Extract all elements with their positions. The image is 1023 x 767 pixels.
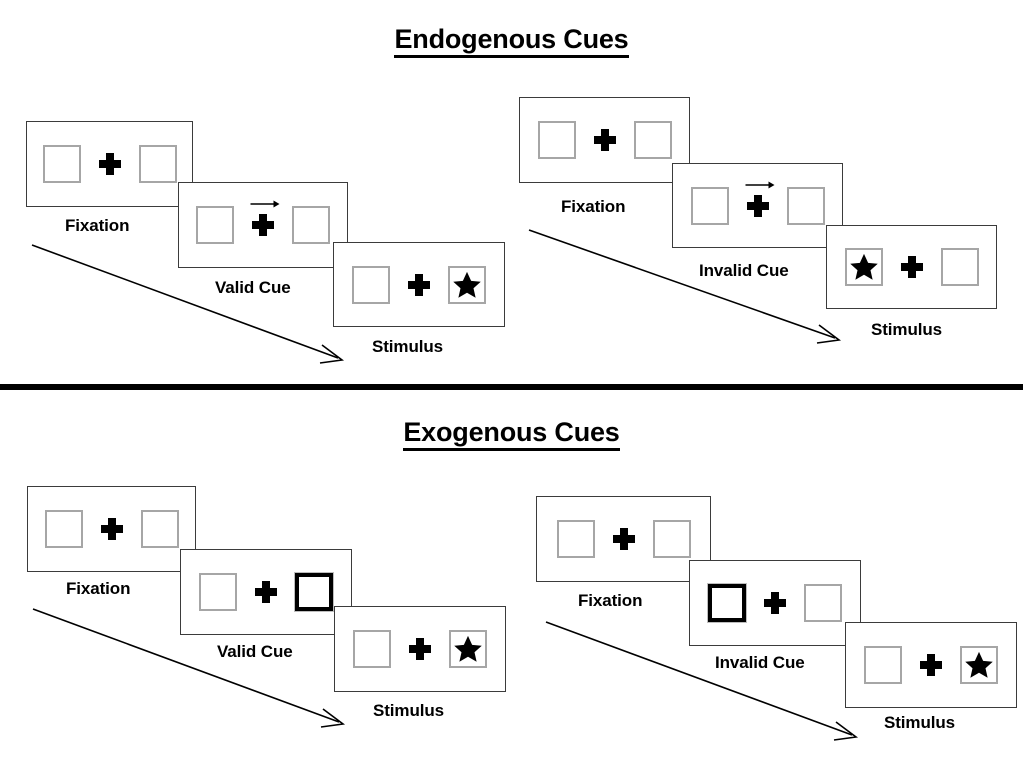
- fixation-cross-icon: [593, 129, 616, 151]
- star-icon: [849, 253, 878, 280]
- time-flow-arrow-icon: [31, 244, 345, 364]
- trial-frame-endogenous-invalid-fixation: [519, 97, 690, 183]
- placeholder-box-right: [633, 121, 672, 159]
- stage-caption-invalid-cue: Invalid Cue: [699, 261, 789, 280]
- cue-slot: [250, 200, 280, 236]
- stage-caption-stimulus: Stimulus: [871, 320, 942, 339]
- placeholder-box-left: [196, 206, 234, 244]
- placeholder-box-right: [652, 520, 691, 558]
- stage-caption-valid-cue: Valid Cue: [215, 278, 291, 297]
- cued-box-right: [295, 573, 333, 611]
- trial-frame-endogenous-valid-cue: [178, 182, 348, 268]
- trial-frame-endogenous-valid-stimulus: [333, 242, 505, 327]
- arrow-right-cue-icon: [745, 181, 774, 188]
- stage-caption-fixation: Fixation: [65, 216, 130, 235]
- fixation-cross-icon: [612, 528, 635, 550]
- fixation-cross-icon: [100, 518, 123, 540]
- stage-caption-stimulus: Stimulus: [884, 713, 955, 732]
- time-flow-arrow-icon: [32, 608, 346, 728]
- cued-box-left: [708, 584, 746, 622]
- placeholder-box-right: [804, 584, 842, 622]
- fixation-cross-icon: [746, 194, 769, 217]
- target-box-right: [448, 265, 486, 304]
- stage-caption-valid-cue: Valid Cue: [217, 642, 293, 661]
- trial-frame-exogenous-invalid-stimulus: [845, 622, 1017, 708]
- stage-caption-fixation: Fixation: [561, 197, 626, 216]
- trial-frame-exogenous-invalid-fixation: [536, 496, 711, 582]
- placeholder-box-right: [940, 248, 979, 286]
- placeholder-box-left: [864, 646, 902, 684]
- placeholder-box-right: [138, 145, 177, 183]
- placeholder-box-right: [140, 510, 179, 548]
- placeholder-box-left: [44, 510, 83, 548]
- placeholder-box-left: [690, 186, 729, 225]
- placeholder-box-left: [537, 121, 576, 159]
- time-flow-arrow-icon: [545, 621, 859, 741]
- section-title-endogenous-text: Endogenous Cues: [394, 24, 629, 58]
- placeholder-box-left: [353, 630, 391, 668]
- stage-caption-invalid-cue: Invalid Cue: [715, 653, 805, 672]
- fixation-cross-icon: [900, 256, 923, 278]
- star-icon: [965, 651, 993, 678]
- trial-frame-exogenous-valid-fixation: [27, 486, 196, 572]
- section-title-exogenous: Exogenous Cues: [0, 417, 1023, 451]
- placeholder-box-left: [199, 573, 237, 611]
- trial-frame-endogenous-valid-fixation: [26, 121, 193, 207]
- fixation-cross-icon: [409, 638, 431, 660]
- stage-caption-stimulus: Stimulus: [372, 337, 443, 356]
- trial-frame-exogenous-invalid-cue: [689, 560, 861, 646]
- trial-frame-exogenous-valid-stimulus: [334, 606, 506, 692]
- cue-slot: [745, 181, 774, 217]
- target-box-right: [960, 646, 998, 684]
- fixation-cross-icon: [98, 153, 121, 175]
- fixation-cross-icon: [252, 214, 274, 236]
- section-title-exogenous-text: Exogenous Cues: [403, 417, 620, 451]
- placeholder-box-left: [352, 265, 390, 304]
- star-icon: [453, 271, 481, 298]
- time-flow-arrow-icon: [528, 229, 842, 344]
- stage-caption-fixation: Fixation: [578, 591, 643, 610]
- placeholder-box-left: [556, 520, 595, 558]
- star-icon: [454, 635, 482, 662]
- target-box-right: [449, 630, 487, 668]
- fixation-cross-icon: [764, 592, 786, 614]
- cue-slot: [593, 129, 616, 151]
- stage-caption-fixation: Fixation: [66, 579, 131, 598]
- trial-frame-endogenous-invalid-stimulus: [826, 225, 997, 309]
- stage-caption-stimulus: Stimulus: [373, 701, 444, 720]
- fixation-cross-icon: [920, 654, 942, 676]
- trial-frame-endogenous-invalid-cue: [672, 163, 843, 248]
- cue-slot: [98, 153, 121, 175]
- placeholder-box-right: [786, 186, 825, 225]
- trial-frame-exogenous-valid-cue: [180, 549, 352, 635]
- placeholder-box-right: [292, 206, 330, 244]
- arrow-right-cue-icon: [250, 200, 280, 208]
- section-title-endogenous: Endogenous Cues: [0, 24, 1023, 58]
- target-box-left: [844, 248, 883, 286]
- fixation-cross-icon: [255, 581, 277, 603]
- placeholder-box-left: [42, 145, 81, 183]
- fixation-cross-icon: [408, 273, 430, 296]
- section-divider: [0, 384, 1023, 390]
